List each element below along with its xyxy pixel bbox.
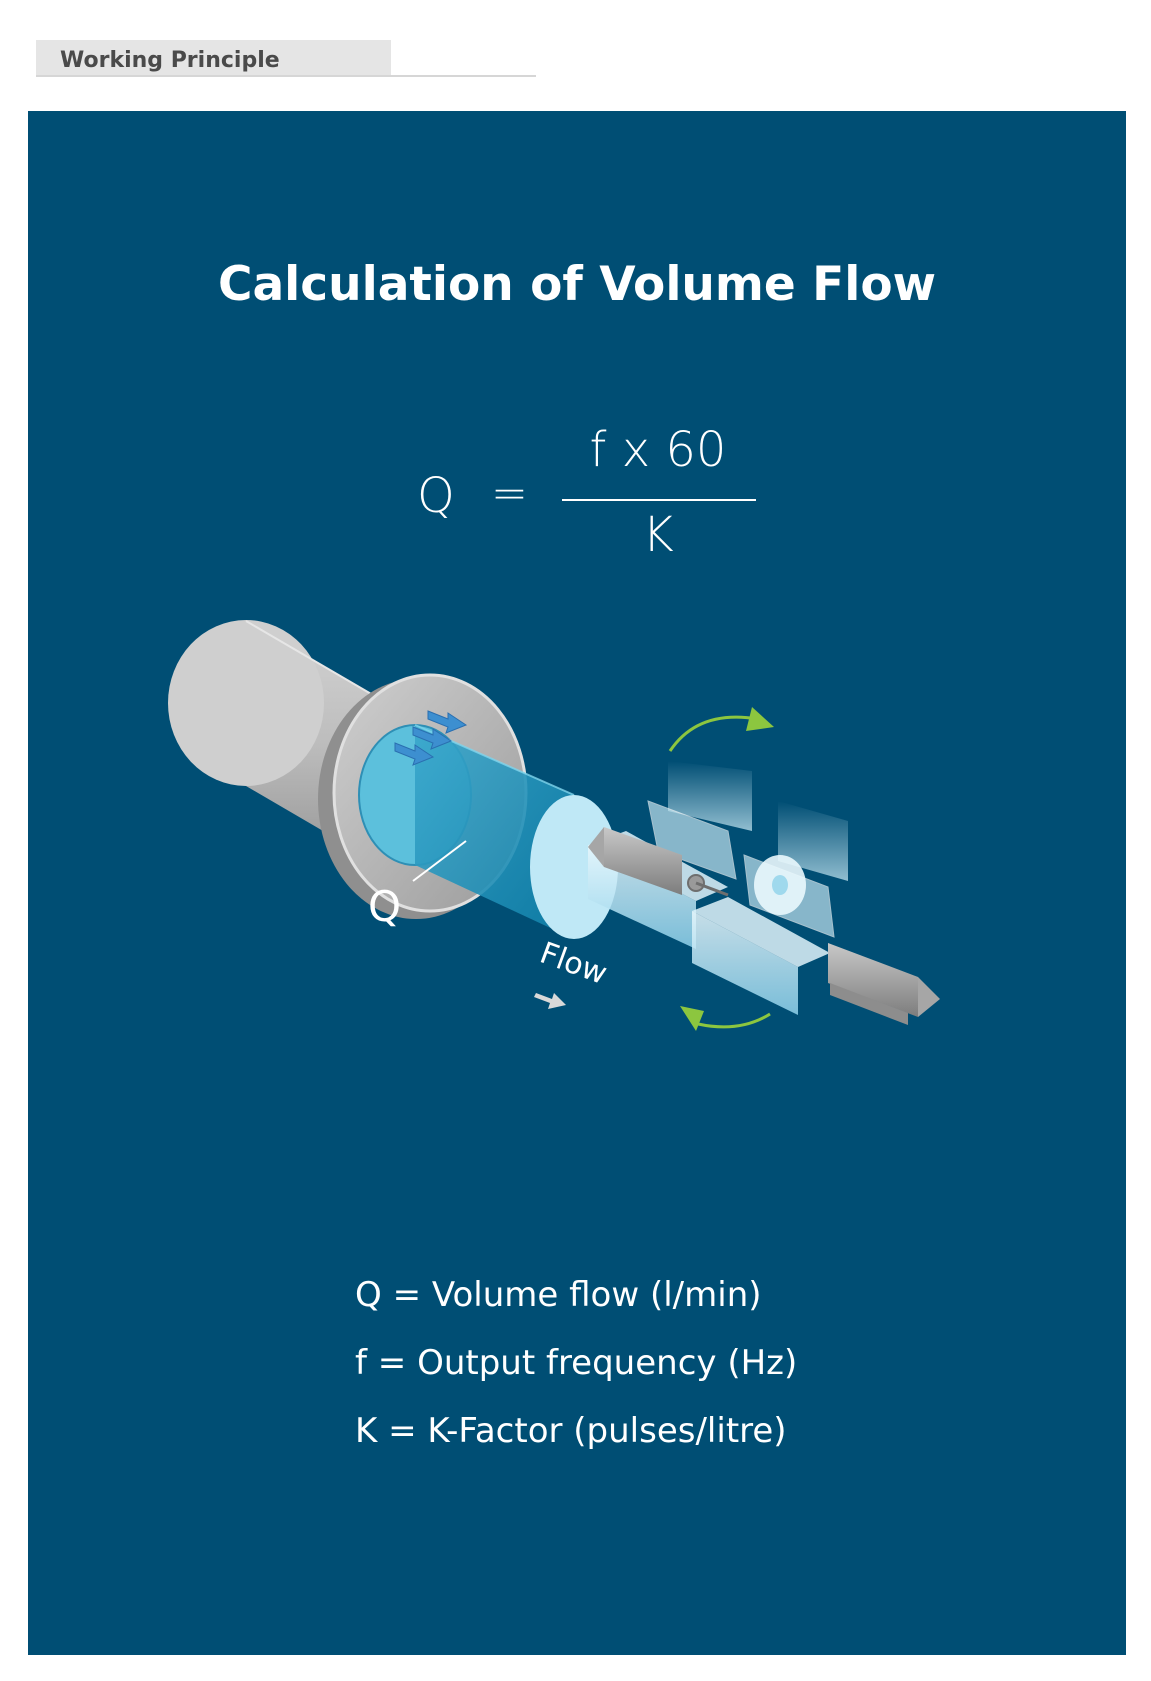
flow-meter-illustration: Q Flow — [168, 620, 940, 1031]
section-rule — [36, 75, 536, 77]
fraction-bar — [562, 499, 756, 501]
formula-panel: Calculation of Volume Flow Q = f x 60 K — [28, 111, 1126, 1655]
q-callout-line — [412, 840, 467, 882]
flow-arrow — [534, 993, 566, 1009]
inner-flow-arrows — [394, 710, 468, 766]
legend-item-f: f = Output frequency (Hz) — [355, 1343, 798, 1383]
water-column — [414, 724, 618, 939]
q-label: Q — [368, 882, 401, 931]
section-label: Working Principle — [60, 48, 280, 73]
flow-label: Flow — [535, 936, 611, 992]
legend-item-q: Q = Volume flow (l/min) — [355, 1275, 762, 1315]
formula-numerator: f x 60 — [589, 422, 727, 478]
formula-equals: = — [491, 468, 528, 519]
legend-item-k: K = K-Factor (pulses/litre) — [355, 1411, 787, 1451]
formula-lhs: Q — [417, 468, 455, 524]
rotation-arrows — [668, 707, 774, 1031]
section-tag: Working Principle — [36, 40, 391, 76]
formula-denominator: K — [642, 507, 674, 563]
turbine-rotor — [588, 761, 940, 1025]
panel-title: Calculation of Volume Flow — [217, 257, 937, 312]
formula-legend: Q = Volume flow (l/min) f = Output frequ… — [355, 1261, 797, 1465]
